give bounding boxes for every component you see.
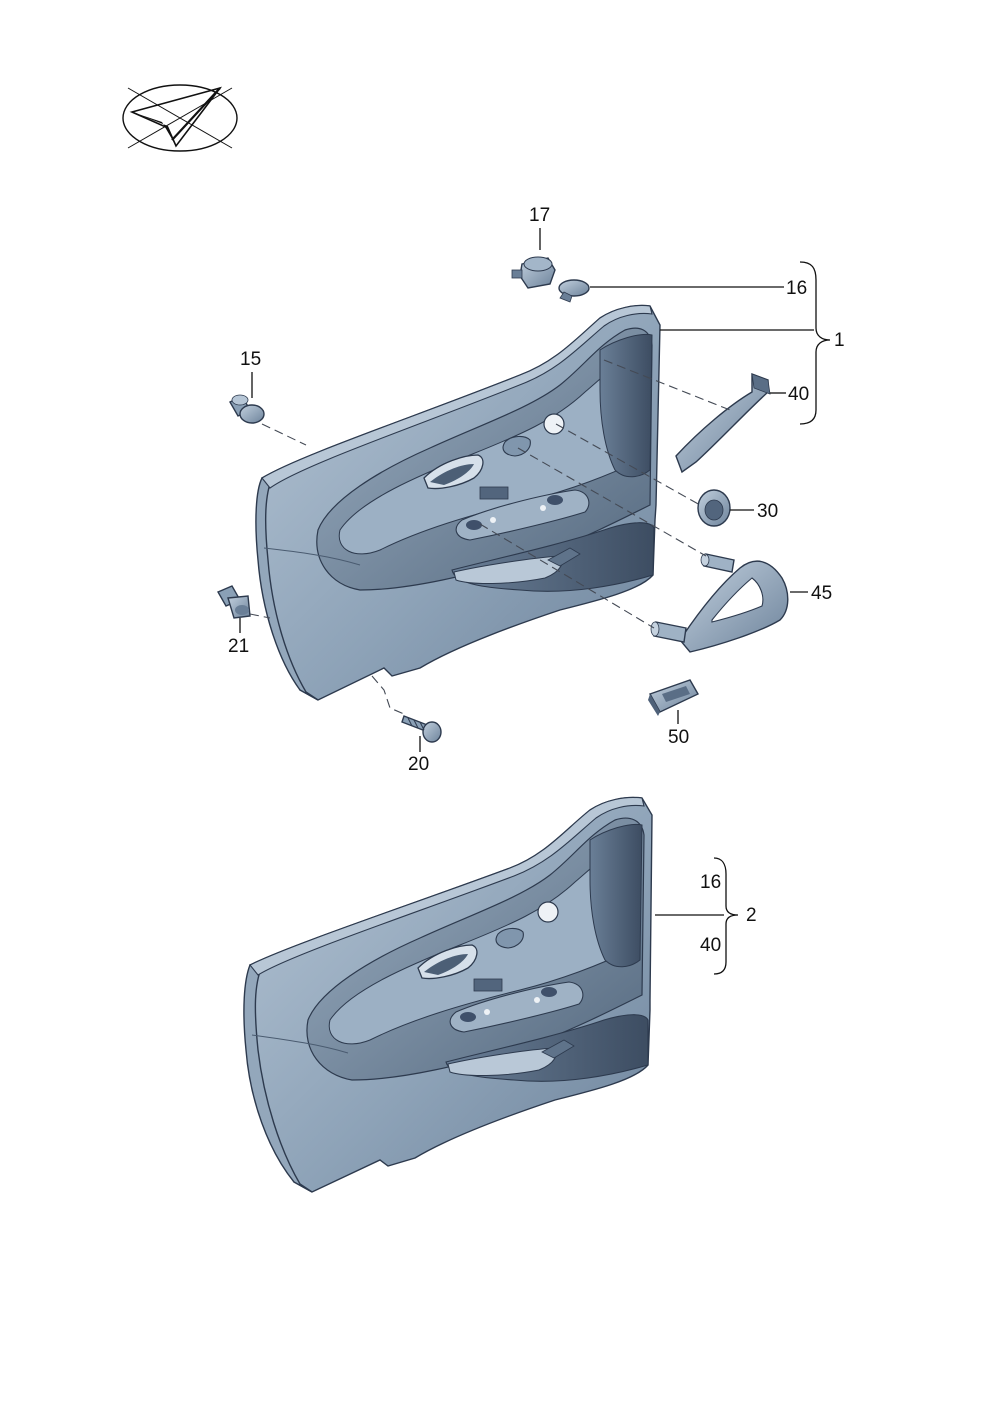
callout-1: 1 [834, 330, 845, 351]
callout-15: 15 [240, 349, 261, 370]
badge-part-50 [648, 679, 699, 716]
callout-45: 45 [811, 583, 832, 604]
bezel-part-30 [697, 489, 731, 527]
callout-40-lower: 40 [700, 935, 721, 956]
callout-21: 21 [228, 636, 249, 657]
door-panel-lower [243, 796, 653, 1193]
callout-16-lower: 16 [700, 872, 721, 893]
callout-40: 40 [788, 384, 809, 405]
checkmark-ellipse-icon [122, 84, 238, 152]
callout-16: 16 [786, 278, 807, 299]
callout-labels: 17 16 1 15 40 30 45 21 50 20 16 2 40 [228, 205, 845, 956]
clip-part-15 [229, 394, 265, 424]
screw-part-20 [401, 715, 442, 743]
callout-30: 30 [757, 501, 778, 522]
clip-part-21 [217, 585, 251, 619]
callout-17: 17 [529, 205, 550, 226]
callout-20: 20 [408, 754, 429, 775]
assembly-lines [249, 359, 731, 715]
door-panel-upper [255, 304, 661, 701]
callout-50: 50 [668, 727, 689, 748]
clip-part-17 [511, 256, 556, 289]
leader-lines [239, 228, 831, 975]
pull-handle-part-45 [650, 553, 789, 653]
rivet-part-16 [558, 279, 590, 303]
callout-2: 2 [746, 905, 757, 926]
trim-strip-part-40 [675, 372, 771, 474]
